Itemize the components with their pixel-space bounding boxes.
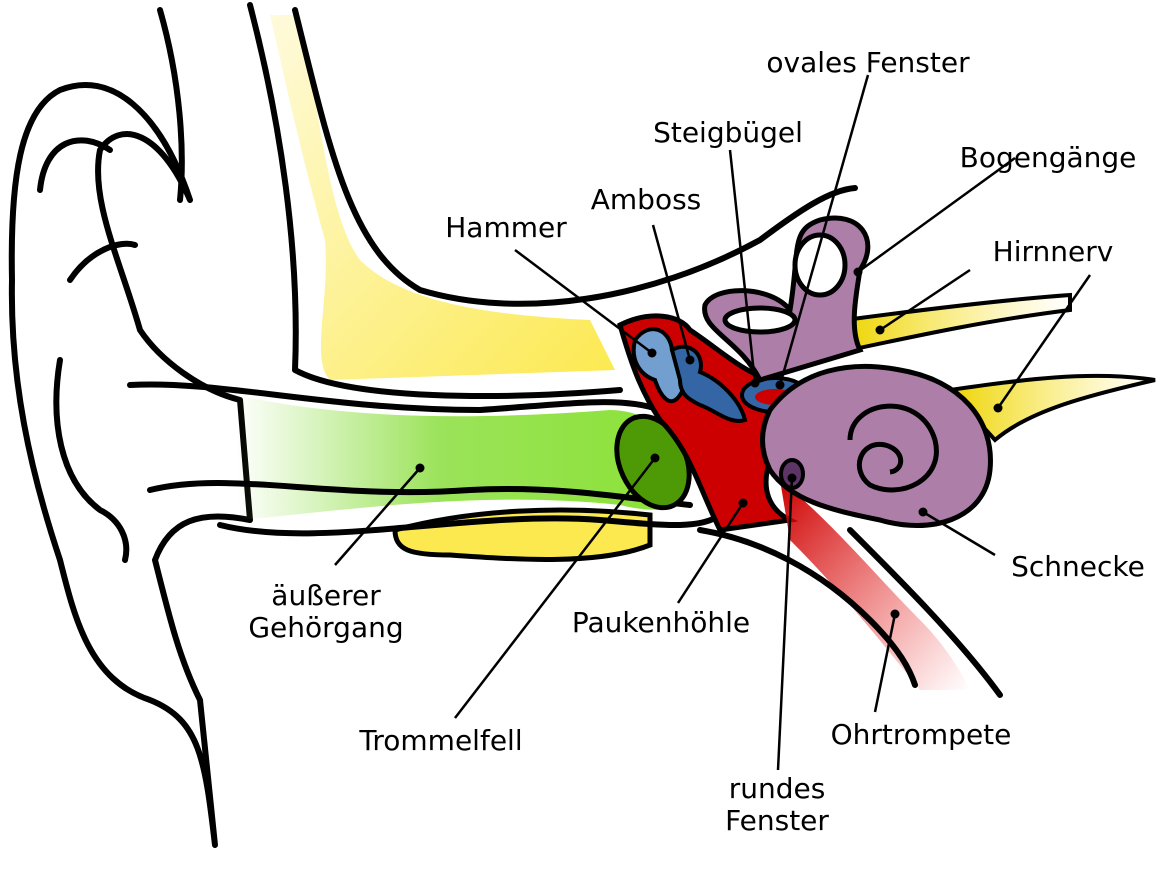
anvil-bone <box>669 344 748 423</box>
label-schnecke: Schnecke <box>1011 550 1145 583</box>
label-gehoergang-1: äußerer <box>271 579 381 612</box>
temporal-bone-upper <box>270 15 615 380</box>
cochlea <box>760 363 993 529</box>
label-paukenhoehle: Paukenhöhle <box>572 606 750 639</box>
label-bogengaenge: Bogengänge <box>960 141 1137 174</box>
semicircular-canals <box>702 215 871 383</box>
label-gehoergang-2: Gehörgang <box>248 611 403 644</box>
eustachian-tube <box>780 480 970 690</box>
label-steigbuegel: Steigbügel <box>653 116 803 149</box>
leader-lines <box>334 74 1092 771</box>
pinna <box>8 82 253 848</box>
label-hammer: Hammer <box>445 211 567 244</box>
auditory-nerve-upper <box>842 292 1072 353</box>
label-hirnnerv: Hirnnerv <box>993 235 1114 268</box>
label-rundes-fenster-2: Fenster <box>725 804 829 837</box>
label-amboss: Amboss <box>591 183 702 216</box>
label-rundes-fenster-1: rundes <box>729 772 826 805</box>
label-ovales-fenster: ovales Fenster <box>766 46 970 79</box>
label-trommelfell: Trommelfell <box>358 724 522 757</box>
hammer-bone <box>631 327 689 404</box>
label-ohrtrompete: Ohrtrompete <box>831 718 1012 751</box>
